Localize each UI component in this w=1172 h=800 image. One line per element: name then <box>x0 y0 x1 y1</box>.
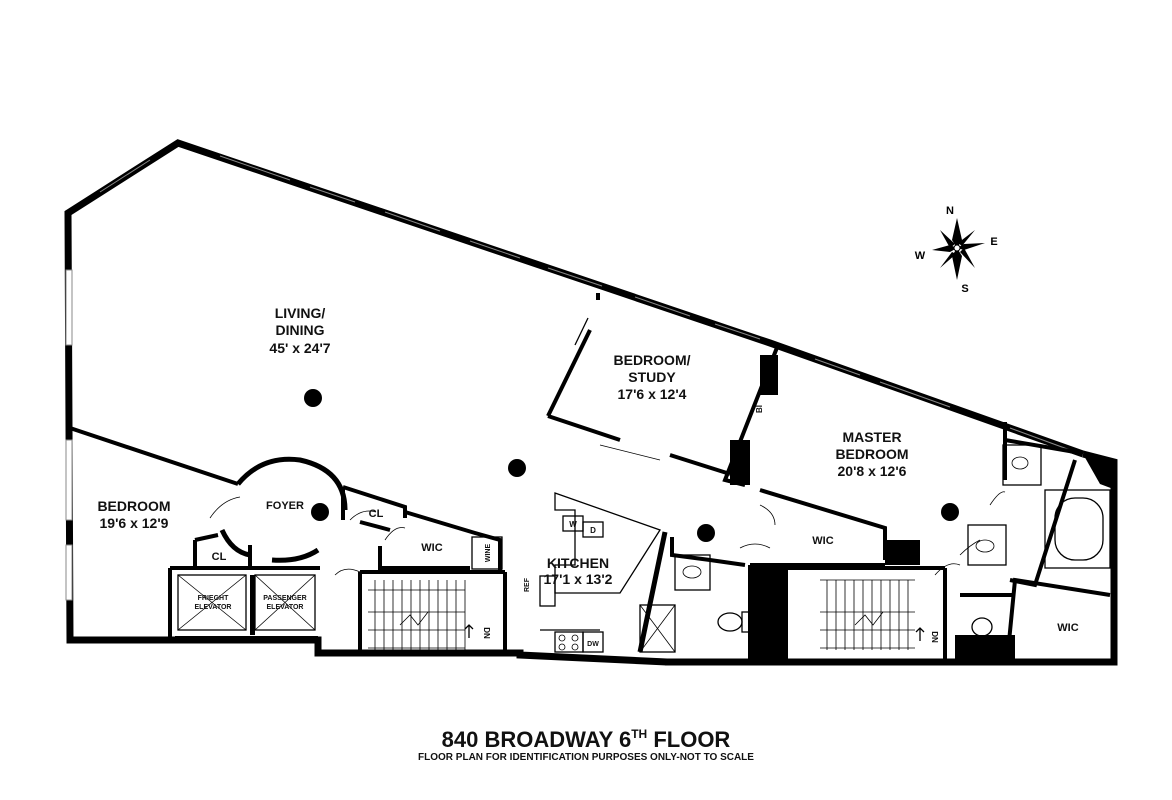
master-dims: 20'8 x 12'6 <box>838 463 907 479</box>
column <box>311 503 329 521</box>
study-label-2: STUDY <box>628 369 676 385</box>
interior-walls <box>69 293 1111 660</box>
foyer-label: FOYER <box>266 500 304 512</box>
wic-label: WIC <box>812 535 833 547</box>
bedroom-label: BEDROOM <box>97 498 170 514</box>
column <box>941 503 959 521</box>
passenger-elevator-label-1: PASSENGER <box>263 595 306 602</box>
freight-elevator-label-1: FRIEGHT <box>198 595 229 602</box>
wine-label: WINE <box>485 544 492 563</box>
living-label-1: LIVING/ <box>275 305 326 321</box>
dryer-label: D <box>590 526 596 535</box>
wic-label: WIC <box>421 542 442 554</box>
down-label: DN <box>482 627 491 639</box>
wic-label: WIC <box>1057 622 1078 634</box>
closet-label: CL <box>369 508 384 520</box>
plan-title: 840 BROADWAY 6TH FLOOR <box>0 727 1172 753</box>
washer-label: W <box>569 520 577 529</box>
column <box>508 459 526 477</box>
down-arrow-icon <box>464 624 474 638</box>
down-label: DN <box>930 631 939 643</box>
dishwasher-label: DW <box>587 641 599 648</box>
window-west-1 <box>65 269 73 346</box>
compass-south: S <box>961 283 968 295</box>
column <box>304 389 322 407</box>
passenger-elevator-label-2: ELEVATOR <box>267 604 304 611</box>
kitchen-label: KITCHEN <box>547 555 609 571</box>
room-labels: LIVING/ DINING 45' x 24'7 BEDROOM/ STUDY… <box>97 305 908 587</box>
compass-north: N <box>946 205 954 217</box>
plan-title-main: 840 BROADWAY 6 <box>441 727 632 752</box>
window-west-3 <box>65 544 73 601</box>
fixture-labels: CL CL WIC WIC WIC WINE W D REF DW BI DN … <box>195 405 1079 648</box>
living-label-2: DINING <box>276 322 325 338</box>
bedroom-dims: 19'6 x 12'9 <box>100 515 169 531</box>
windows <box>65 155 1071 601</box>
columns <box>304 389 959 542</box>
down-arrow-icon <box>915 627 925 641</box>
compass-east: E <box>990 236 997 248</box>
plan-title-end: FLOOR <box>653 727 731 752</box>
master-label-2: BEDROOM <box>835 446 908 462</box>
plan-title-superscript: TH <box>631 727 648 741</box>
refrigerator-label: REF <box>524 577 531 592</box>
living-dims: 45' x 24'7 <box>269 340 330 356</box>
study-label-1: BEDROOM/ <box>614 352 691 368</box>
door-swings <box>209 491 1006 576</box>
built-in-label: BI <box>755 405 764 413</box>
kitchen-dims: 17'1 x 13'2 <box>544 571 613 587</box>
freight-elevator-label-2: ELEVATOR <box>195 604 232 611</box>
column <box>697 524 715 542</box>
closet-label: CL <box>212 551 227 563</box>
compass-west: W <box>915 250 926 262</box>
master-label-1: MASTER <box>842 429 901 445</box>
plan-subtitle: FLOOR PLAN FOR IDENTIFICATION PURPOSES O… <box>418 752 754 763</box>
study-dims: 17'6 x 12'4 <box>618 386 687 402</box>
window-west-2 <box>65 439 73 521</box>
compass-rose-icon: N E S W <box>915 205 998 295</box>
